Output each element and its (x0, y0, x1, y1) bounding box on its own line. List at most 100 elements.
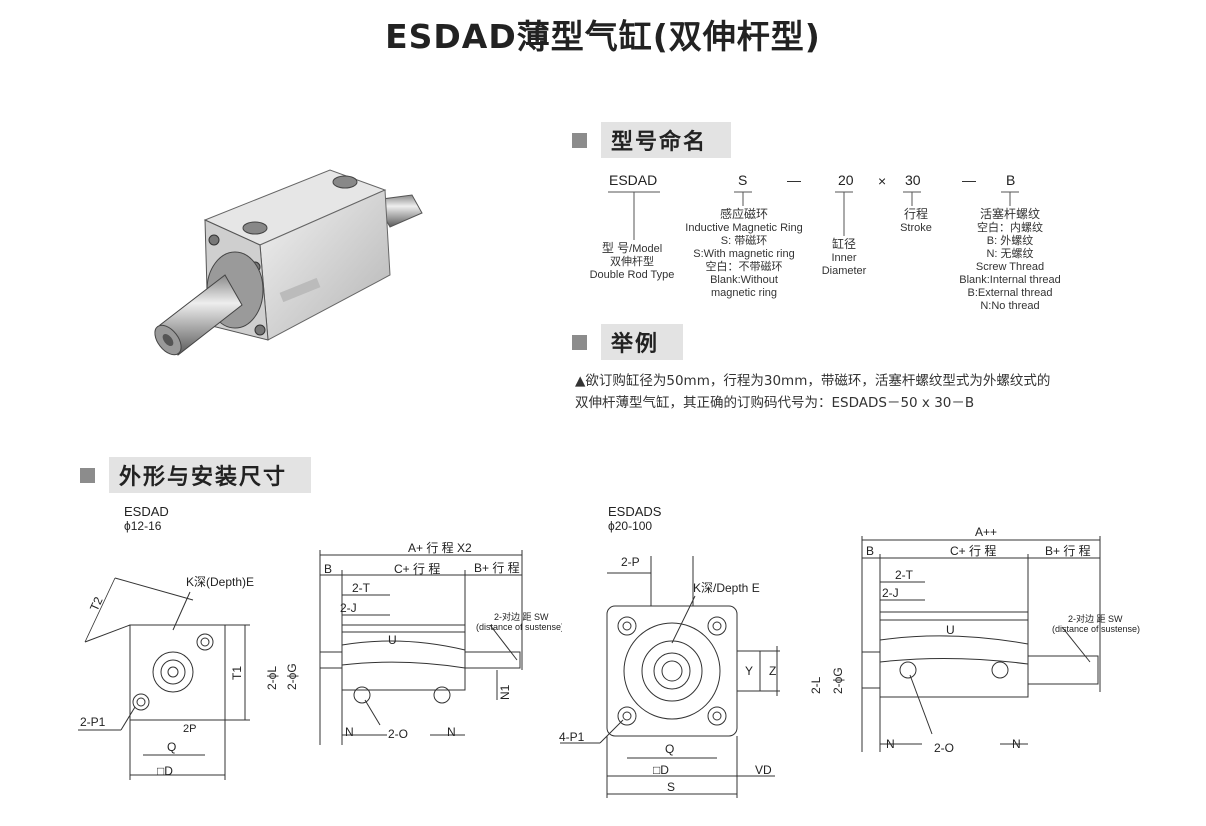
section-dimensions-label: 外形与安装尺寸 (109, 457, 312, 493)
stroke-cn: 行程 (903, 207, 928, 221)
dim-sw-en-2: (distance of sustense) (1052, 624, 1140, 634)
dim-n-left-2: N (886, 737, 895, 751)
dim-s: S (667, 780, 675, 794)
bore-en2: Diameter (821, 265, 867, 277)
code-dash-2: — (962, 172, 976, 188)
section-example-heading: 举例 (572, 324, 684, 360)
dim-b-2: B (866, 544, 874, 558)
model-cn2: 双伸杆型 (610, 256, 654, 268)
dim-b-stroke: B+ 行 程 (474, 560, 520, 575)
example-line-1: ▲欲订购缸径为50mm，行程为30mm，带磁环，活塞杆螺纹型式为外螺纹式的 (575, 373, 1051, 389)
dim-z: Z (769, 664, 776, 678)
dim-d-2: □D (653, 763, 669, 777)
code-x: × (878, 173, 887, 189)
drawing-front-view-right: 2-P K深/Depth E Y Z 4-P1 Q □D VD S (559, 555, 780, 798)
dim-u-2: U (946, 623, 955, 637)
section-example-label: 举例 (601, 324, 684, 360)
dim-n-right-2: N (1012, 737, 1021, 751)
code-dash-1: — (787, 172, 801, 188)
drawing-side-view-left: A+ 行 程 X2 B C+ 行 程 B+ 行 程 2-T 2-J U 2-对边… (265, 540, 562, 745)
stroke-desc: 行程 Stroke (888, 208, 944, 235)
dim-2g: 2-ϕG (285, 663, 299, 690)
model-en2: Double Rod Type (589, 269, 675, 281)
left-model-label: ESDAD ϕ12-16 (124, 504, 169, 534)
dim-2l-2: 2-L (809, 676, 823, 694)
dim-d: □D (157, 764, 173, 778)
dim-n1: N1 (498, 684, 512, 700)
dim-n-right: N (447, 725, 456, 739)
bore-en1: Inner (831, 252, 857, 264)
dim-2t: 2-T (352, 581, 371, 595)
dim-t1: T1 (230, 666, 244, 680)
thread-l6: B:External thread (967, 287, 1053, 299)
dim-y: Y (745, 664, 753, 678)
dim-u: U (388, 633, 397, 647)
thread-l7: N:No thread (980, 300, 1040, 312)
section-bullet-icon (572, 132, 587, 148)
dim-2t-2: 2-T (895, 568, 914, 582)
model-cn: 型 号 (601, 241, 630, 255)
right-model: ESDADS (608, 504, 662, 519)
thread-l1: 空白：内螺纹 (977, 222, 1043, 234)
dim-2j-2: 2-J (882, 586, 899, 600)
dim-c-stroke: C+ 行 程 (394, 561, 440, 576)
dim-b-stroke-2: B+ 行 程 (1045, 543, 1091, 558)
dim-2o-2: 2-O (934, 741, 954, 755)
dim-q: Q (167, 740, 176, 754)
dim-2o: 2-O (388, 727, 408, 741)
page-title: ESDAD薄型气缸(双伸杆型) (385, 17, 821, 56)
thread-desc: 活塞杆螺纹 空白：内螺纹 B: 外螺纹 N: 无螺纹 Screw Thread … (950, 208, 1070, 313)
dim-2-p1: 2-P1 (80, 715, 106, 729)
dim-2p: 2-P (621, 555, 640, 569)
thread-cn: 活塞杆螺纹 (979, 207, 1040, 221)
dim-2p: 2P (183, 723, 196, 735)
section-bullet-icon (572, 334, 587, 350)
mag-en: Inductive Magnetic Ring (685, 222, 803, 234)
dim-4-p1: 4-P1 (559, 730, 585, 744)
mag-blank-en1: Blank:Without (710, 274, 778, 286)
dim-t2: T2 (87, 594, 106, 613)
drawing-side-view-right: A++ B C+ 行 程 B+ 行 程 2-T 2-J U 2-对边 距 SW … (809, 525, 1140, 755)
dim-k-depth-2: K深/Depth E (693, 581, 760, 595)
cylinder-product-image (154, 169, 423, 356)
dim-b: B (324, 562, 332, 576)
thread-l2: B: 外螺纹 (986, 235, 1034, 247)
code-s: S (738, 172, 748, 188)
drawing-front-view-left: T2 K深(Depth)E T1 2-P1 2P Q □D (78, 575, 254, 780)
mag-cn: 感应磁环 (719, 207, 768, 221)
dim-2j: 2-J (340, 601, 357, 615)
left-model: ESDAD (124, 504, 169, 519)
dim-k-depth: K深(Depth)E (186, 575, 254, 589)
stroke-en: Stroke (900, 222, 932, 234)
dim-2l: 2-ϕL (265, 666, 279, 690)
section-model-label: 型号命名 (601, 122, 732, 158)
example-text: ▲欲订购缸径为50mm，行程为30mm，带磁环，活塞杆螺纹型式为外螺纹式的 双伸… (575, 370, 1135, 414)
right-model-label: ESDADS ϕ20-100 (608, 504, 661, 534)
section-dimensions-heading: 外形与安装尺寸 (80, 457, 312, 493)
model-desc: 型 号/Model 双伸杆型 Double Rod Type (582, 242, 682, 282)
dim-vd: VD (755, 763, 772, 777)
code-stroke: 30 (905, 172, 921, 188)
model-en: /Model (629, 243, 663, 255)
thread-l3: N: 无螺纹 (986, 248, 1034, 260)
mag-s-en: S:With magnetic ring (693, 248, 795, 260)
dim-n-left: N (345, 725, 354, 739)
example-line-2: 双伸杆薄型气缸，其正确的订购码代号为：ESDADS－50 x 30－B (575, 395, 975, 411)
left-range: ϕ12-16 (124, 519, 162, 533)
dim-c-stroke-2: C+ 行 程 (950, 543, 996, 558)
magnet-desc: 感应磁环 Inductive Magnetic Ring S: 带磁环 S:Wi… (680, 208, 808, 300)
dim-a-x2: A+ 行 程 X2 (408, 540, 472, 555)
dim-a-pp: A++ (975, 525, 997, 539)
dim-q-2: Q (665, 742, 674, 756)
thread-l5: Blank:Internal thread (959, 274, 1061, 286)
dim-sw-en: (distance of sustense) (476, 622, 562, 632)
thread-l4: Screw Thread (975, 261, 1045, 273)
dim-sw-cn: 2-对边 距 SW (494, 611, 549, 622)
mag-blank-en2: magnetic ring (710, 287, 778, 299)
mag-blank-cn: 空白：不带磁环 (705, 261, 783, 273)
dim-sw-cn-2: 2-对边 距 SW (1068, 613, 1123, 624)
bore-desc: 缸径 Inner Diameter (815, 238, 873, 278)
code-bracket-lines (608, 191, 1019, 240)
code-esdad: ESDAD (609, 172, 658, 188)
code-b: B (1006, 172, 1016, 188)
